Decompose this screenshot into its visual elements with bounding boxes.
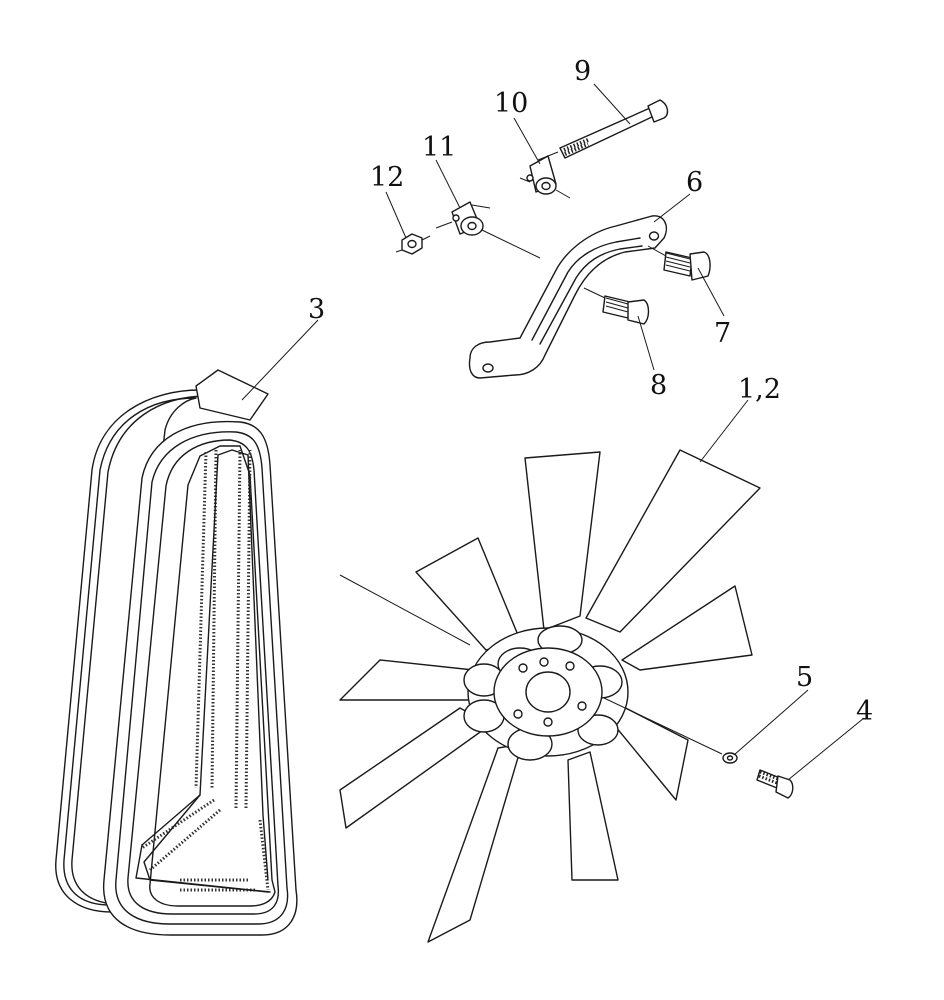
callout-spacer-10: 10	[494, 88, 528, 119]
fan-blade	[567, 751, 619, 881]
callout-bolt-4: 4	[856, 696, 873, 727]
callout-washer-5: 5	[796, 662, 813, 693]
bolt-7	[647, 245, 711, 281]
callout-labels: 1,2 3 4 5 6 7 8 9 10 11 12	[308, 56, 873, 727]
v-belt	[55, 369, 298, 936]
long-bolt-9	[537, 99, 669, 161]
adjusting-bracket	[468, 215, 668, 379]
leader-lines	[241, 83, 865, 781]
callout-bracket-6: 6	[686, 167, 703, 198]
fan-blade	[415, 537, 521, 651]
callout-long-bolt-9: 9	[574, 56, 591, 87]
fan-blade	[621, 585, 753, 671]
bolt-8	[583, 287, 650, 325]
callout-bolt-8: 8	[650, 370, 667, 401]
callout-nut-12: 12	[370, 162, 404, 193]
callout-spacer-11: 11	[422, 132, 456, 163]
washer-5	[603, 697, 738, 764]
nut-12	[395, 233, 431, 255]
callout-bolt-7: 7	[714, 318, 731, 349]
spacer-11	[435, 201, 541, 259]
bolt-4	[756, 769, 794, 799]
spacer-10	[519, 155, 571, 199]
cooling-fan	[339, 449, 761, 943]
callout-fan: 1,2	[738, 374, 781, 405]
fan-blade	[524, 451, 601, 631]
fan-blade	[427, 743, 523, 943]
fan-blade	[585, 449, 761, 633]
callout-belt: 3	[308, 294, 325, 325]
